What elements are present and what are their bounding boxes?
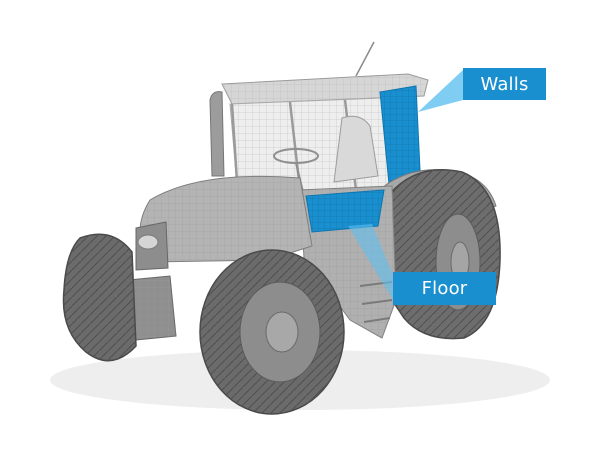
antenna bbox=[355, 41, 375, 77]
floor-pointer bbox=[348, 224, 393, 300]
walls-pointer bbox=[418, 70, 463, 112]
seat bbox=[333, 115, 379, 183]
exhaust-pipe bbox=[209, 91, 225, 177]
floor-callout-label: Floor bbox=[393, 272, 496, 305]
walls-callout-label: Walls bbox=[463, 68, 546, 100]
cab-pillars bbox=[230, 97, 394, 199]
headlight bbox=[137, 234, 159, 250]
